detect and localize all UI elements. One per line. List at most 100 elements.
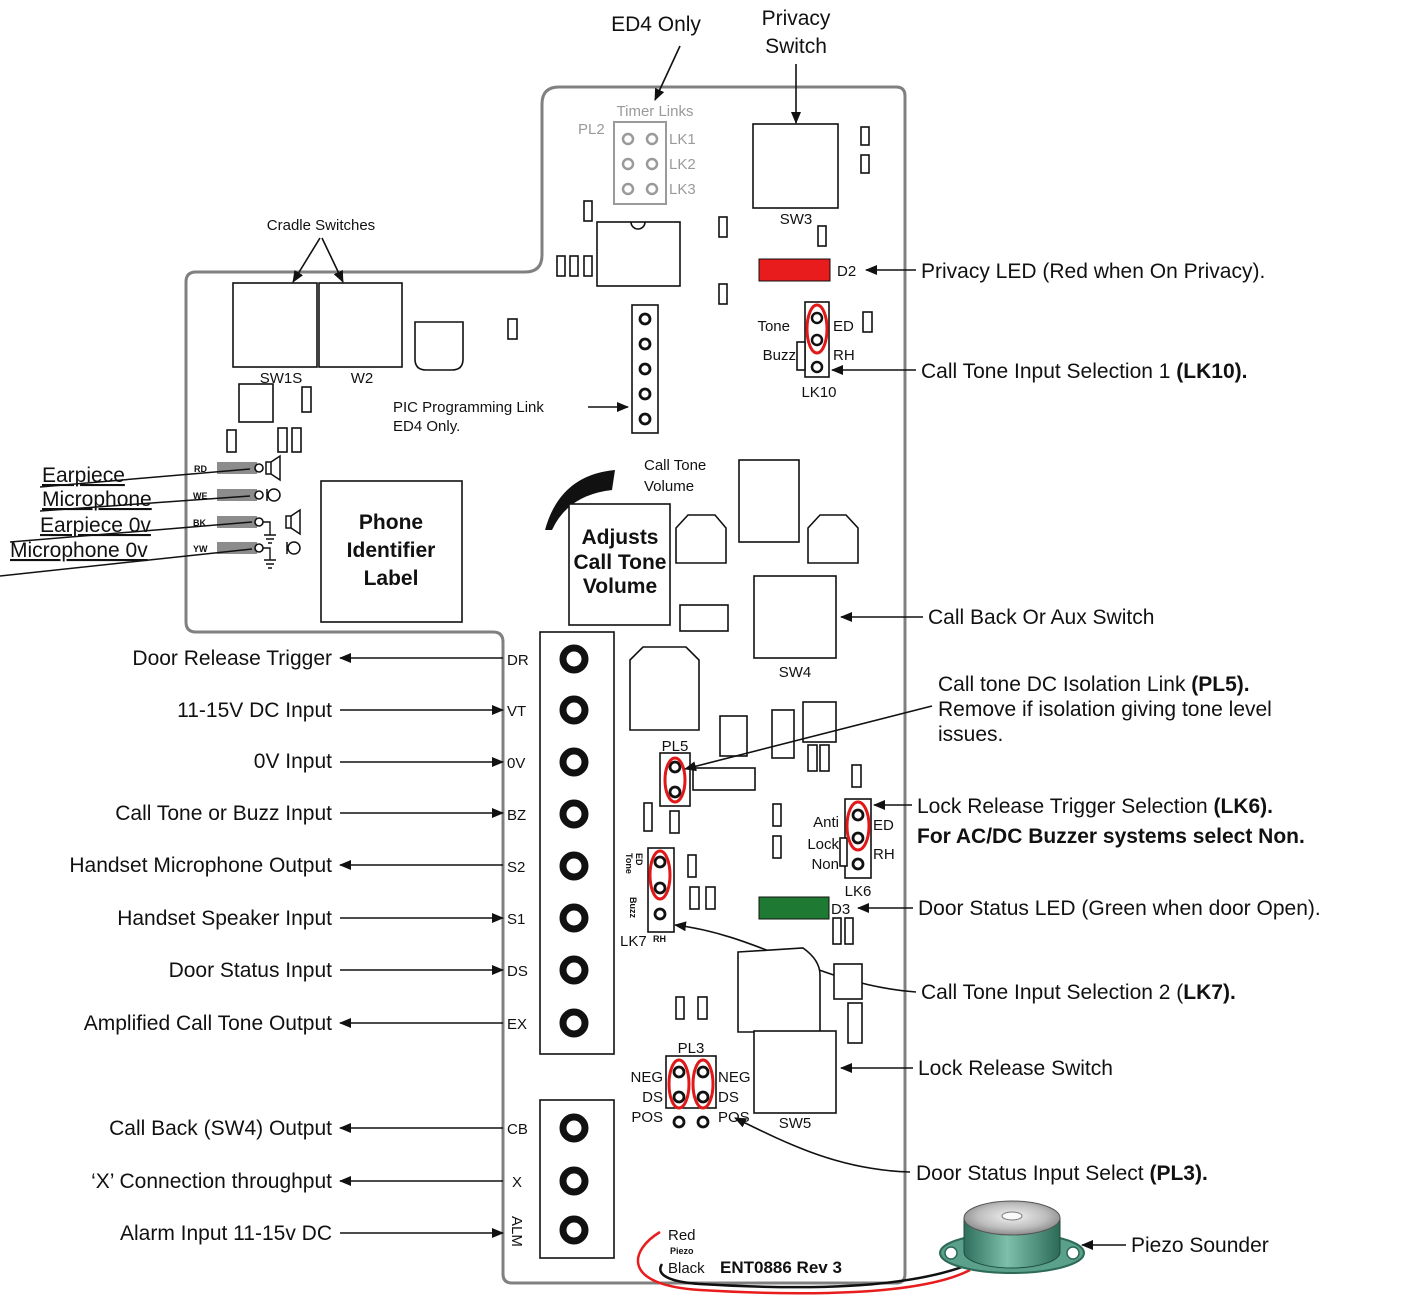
terminal-alm: ALM [508,1216,525,1247]
lk7-link: ED Tone Buzz LK7 RH [620,847,697,950]
cradle-switches-label: Cradle Switches [267,217,375,234]
left-io-labels: Door Release Trigger 11-15V DC Input 0V … [69,647,504,1245]
volume-arrow-shape [545,470,615,530]
sw4-switch [753,575,837,659]
w2-label: W2 [351,370,374,387]
terminal-screws [559,644,589,1038]
pl5-annotation-1: Call tone DC Isolation Link (PL5). [938,673,1250,696]
pl5-annotation-3: issues. [938,723,1003,746]
label-mic-output: Handset Microphone Output [69,854,332,877]
piezo-black-wire [659,1260,976,1289]
label-call-back-output: Call Back (SW4) Output [109,1117,332,1140]
label-amplified-output: Amplified Call Tone Output [84,1012,332,1035]
pic-chip [596,221,681,287]
part-number-label: ENT0886 Rev 3 [720,1258,842,1277]
lk6-label: LK6 [845,883,872,900]
label-call-tone-input: Call Tone or Buzz Input [115,802,332,825]
lock-release-label: Lock Release Switch [918,1057,1113,1080]
terminal-x: X [512,1174,522,1191]
lk10-annotation: Call Tone Input Selection 1 (LK10). [921,360,1247,383]
sw1s-switch [232,282,318,368]
sw1s-label: SW1S [260,370,303,387]
door-led-label: Door Status LED (Green when door Open). [918,897,1321,920]
lk7-label: LK7 [620,933,647,950]
adjusts-label-1: Adjusts [581,526,658,549]
pl3-ds-left: DS [642,1089,663,1106]
label-door-release: Door Release Trigger [132,647,332,670]
privacy-switch-label-1: Privacy [762,7,831,30]
lk10-tone-label: Tone [757,318,790,335]
wire-code-yw: YW [193,544,208,554]
call-tone-volume-label-2: Volume [644,478,694,495]
wire-code-we: WE [193,491,208,501]
d2-label: D2 [837,263,856,280]
sw4-label: SW4 [779,664,812,681]
lk6-annotation-2: For AC/DC Buzzer systems select Non. [917,825,1305,848]
speaker-0v-icon [285,508,301,536]
pl3-ds-right: DS [718,1089,739,1106]
pl3-label: PL3 [678,1040,705,1057]
pl2-label: PL2 [578,121,605,138]
wire-code-rd: RD [194,464,207,474]
earpiece-0v-label: Earpiece 0v [40,514,151,537]
terminal-s2: S2 [507,859,525,876]
lk6-ed-label: ED [873,817,894,834]
terminal-cb: CB [507,1121,528,1138]
lk10-label: LK10 [801,384,836,401]
phone-label-2: Identifier [347,539,436,562]
terminal-ds: DS [507,963,528,980]
d3-label: D3 [831,901,850,918]
lk3-label: LK3 [669,181,696,198]
terminal-0v: 0V [507,755,525,772]
piezo-sounder-label: Piezo Sounder [1131,1234,1269,1257]
terminal-block-main [539,631,615,1055]
pl5-label: PL5 [662,738,689,755]
w2-switch [318,282,403,368]
microphone-0v-icon [286,541,301,555]
lk1-label: LK1 [669,131,696,148]
piezo-sounder [939,1200,1085,1274]
cradle-arrow-left [292,237,321,283]
door-status-led-d3 [758,896,830,920]
label-door-status: Door Status Input [169,959,333,982]
ed4-only-label: ED4 Only [611,13,701,36]
privacy-led-d2 [758,258,831,282]
adjusts-label-2: Call Tone [574,551,667,574]
sw3-switch [752,123,839,209]
piezo-red-wire [636,1230,971,1295]
lk6-anti-label: Anti [813,814,839,831]
lk10-link: Tone ED Buzz RH LK10 [757,301,873,401]
piezo-small-label: Piezo [670,1246,694,1256]
label-alarm-input: Alarm Input 11-15v DC [120,1222,332,1245]
label-speaker-input: Handset Speaker Input [117,907,332,930]
phone-label-1: Phone [359,511,423,534]
pic-link-label-2: ED4 Only. [393,418,460,435]
lk7-rh-label: RH [653,934,666,944]
pl3-arrow [734,1117,911,1173]
lk10-rh-label: RH [833,347,855,364]
lk6-lock-label: Lock [807,836,839,853]
sw3-label: SW3 [780,211,813,228]
lk6-rh-label: RH [873,846,895,863]
label-0v-input: 0V Input [254,750,332,773]
sw5-switch [753,1030,837,1114]
phone-identifier-box [320,480,463,623]
adjusts-label-3: Volume [583,575,657,598]
timer-links-pl2: Timer Links PL2 LK1 LK2 LK3 [578,103,696,205]
volume-pot-box [568,503,671,626]
pl3-annotation: Door Status Input Select (PL3). [916,1162,1208,1185]
wire-code-bk: BK [193,518,206,528]
board-outline [184,85,907,1285]
lk7-annotation: Call Tone Input Selection 2 (LK7). [921,981,1236,1004]
pl3-neg-left: NEG [630,1069,663,1086]
lk10-buzz-label: Buzz [763,347,796,364]
phone-label-3: Label [364,567,419,590]
ed4-only-arrow [654,45,681,101]
label-dc-input: 11-15V DC Input [177,699,332,722]
lk10-ed-label: ED [833,318,854,335]
call-back-label: Call Back Or Aux Switch [928,606,1154,629]
lk2-label: LK2 [669,156,696,173]
pl3-neg-right: NEG [718,1069,751,1086]
terminal-vt: VT [507,703,526,720]
microphone-0v-label: Microphone 0v [10,539,148,562]
